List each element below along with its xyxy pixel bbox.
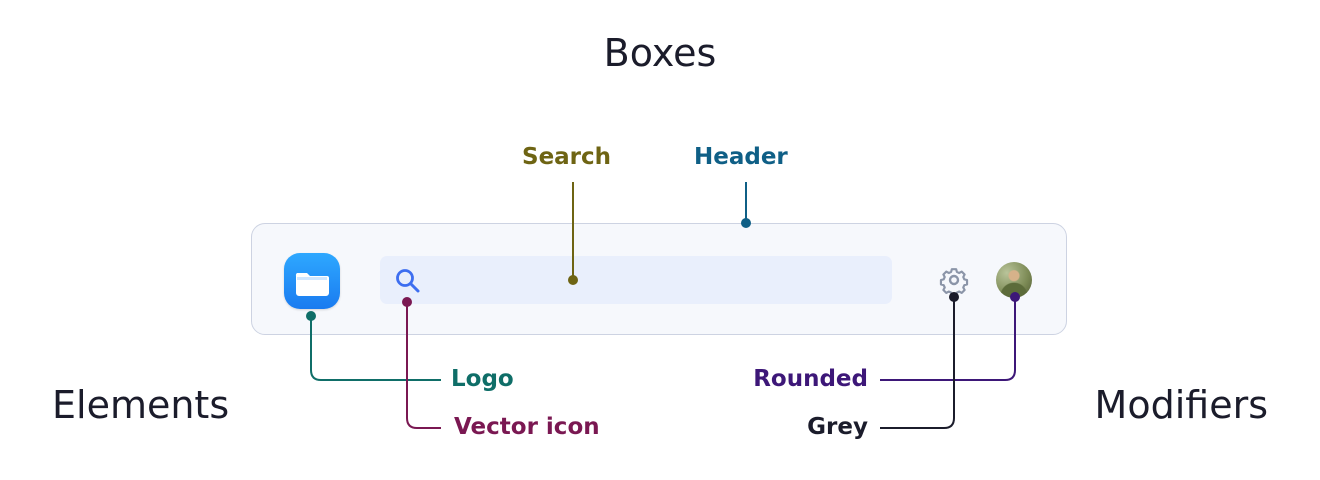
grey-label: Grey bbox=[807, 414, 868, 440]
grey-dot bbox=[949, 292, 959, 302]
rounded-dot bbox=[1010, 292, 1020, 302]
search-dot bbox=[568, 275, 578, 285]
header-label: Header bbox=[694, 144, 788, 170]
search-icon bbox=[396, 269, 420, 293]
rounded-label: Rounded bbox=[753, 366, 868, 392]
diagram-title: Boxes bbox=[603, 31, 717, 75]
header-dot bbox=[741, 218, 751, 228]
grey-connector bbox=[880, 297, 955, 429]
vector-icon-connector bbox=[406, 302, 441, 429]
vector-icon-dot bbox=[402, 297, 412, 307]
logo-label: Logo bbox=[451, 366, 514, 392]
rounded-connector bbox=[880, 297, 1016, 381]
avatar[interactable] bbox=[996, 262, 1032, 298]
search-label: Search bbox=[522, 144, 612, 170]
logo-dot bbox=[306, 311, 316, 321]
elements-heading: Elements bbox=[52, 383, 230, 427]
search-input[interactable] bbox=[380, 256, 892, 304]
vector-icon-label: Vector icon bbox=[454, 414, 600, 440]
modifiers-heading: Modifiers bbox=[1094, 383, 1268, 427]
logo-connector bbox=[310, 316, 441, 381]
folder-icon[interactable] bbox=[284, 253, 340, 309]
